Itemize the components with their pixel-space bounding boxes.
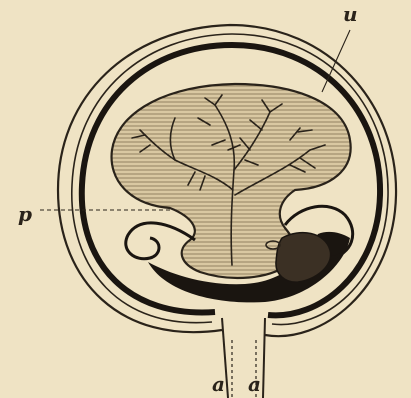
- label-a-left: a: [212, 374, 225, 394]
- label-u: u: [343, 4, 358, 24]
- label-a-right: a: [248, 374, 261, 394]
- label-p: p: [18, 204, 32, 224]
